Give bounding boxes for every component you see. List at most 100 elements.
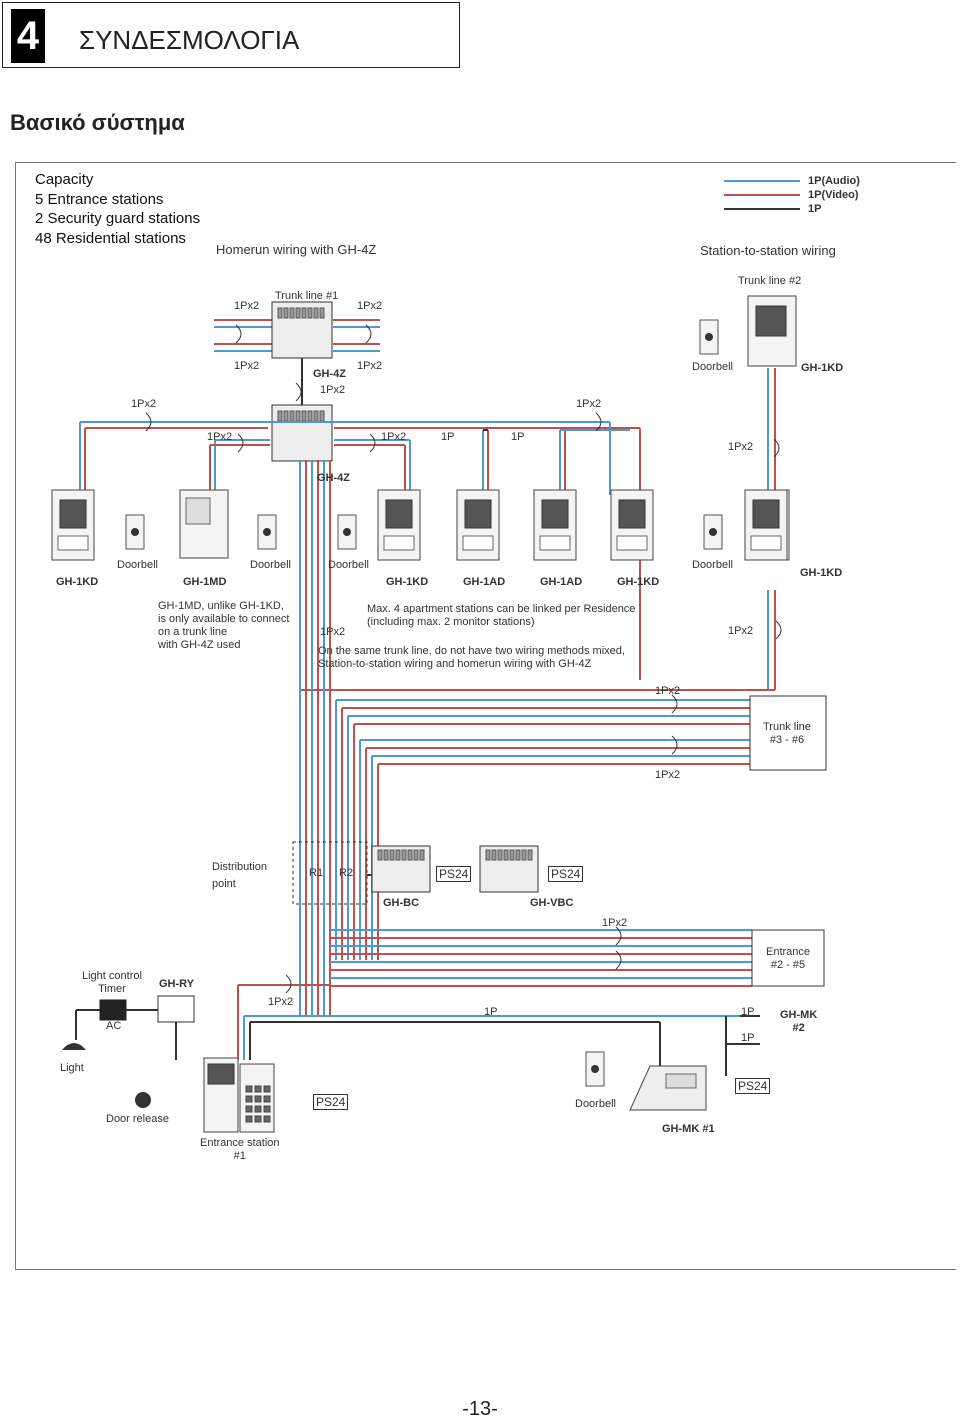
cable-label: 1Px2 <box>728 625 754 637</box>
note-max: Max. 4 apartment stations can be linked … <box>367 603 636 628</box>
door-release-icon <box>135 1092 151 1108</box>
keypad-button <box>254 1105 262 1113</box>
gh1kd-4-label: GH-1KD <box>800 567 843 579</box>
capacity-line: Capacity <box>35 171 94 188</box>
cable-label: 1P <box>511 431 525 443</box>
gh1ad-2-label: GH-1AD <box>540 576 583 588</box>
terminal <box>527 849 533 861</box>
doorbell-button <box>591 1065 599 1073</box>
doorbell-button <box>263 528 271 536</box>
gh1md-label: GH-1MD <box>183 576 227 588</box>
terminal <box>289 410 295 422</box>
doorbell-label: Doorbell <box>328 559 369 571</box>
cable-bundle-mark <box>595 412 602 432</box>
terminal <box>301 307 307 319</box>
cable-bundle-mark <box>775 620 782 640</box>
capacity-block: Capacity 5 Entrance stations 2 Security … <box>35 170 200 248</box>
cable-bundle-mark <box>235 324 242 344</box>
light-timer-label: Light control Timer <box>82 970 142 995</box>
cable-bundle-mark <box>773 438 780 458</box>
station-screen <box>618 499 646 529</box>
gh1kd-2-label: GH-1KD <box>386 576 429 588</box>
station-screen <box>385 499 413 529</box>
doorbell-label: Doorbell <box>117 559 158 571</box>
cable-bundle-mark <box>615 950 622 970</box>
keypad-button <box>263 1115 271 1123</box>
cable-bundle-mark <box>671 694 678 714</box>
terminal <box>289 307 295 319</box>
cable-label: 1P <box>441 431 455 443</box>
ps24-box: PS24 <box>313 1094 349 1110</box>
door-release-label: Door release <box>106 1113 169 1125</box>
cable-label: 1Px2 <box>357 360 383 372</box>
doorbell-top-label: Doorbell <box>692 361 733 373</box>
terminal <box>277 410 283 422</box>
gh4z-b-label: GH-4Z <box>317 472 350 484</box>
keypad-button <box>263 1105 271 1113</box>
gh1kd-1-label: GH-1KD <box>56 576 99 588</box>
terminal <box>503 849 509 861</box>
doorbell-button <box>131 528 139 536</box>
entrance1-label: Entrance station #1 <box>200 1137 280 1162</box>
note-mixed: On the same trunk line, do not have two … <box>318 645 625 670</box>
terminal <box>491 849 497 861</box>
station-buttons <box>539 535 571 551</box>
cable-bundle-mark <box>365 324 372 344</box>
section-title: ΣΥΝΔΕΣΜΟΛΟΓΙΑ <box>79 25 300 55</box>
terminal <box>313 307 319 319</box>
section-header: 4 ΣΥΝΔΕΣΜΟΛΟΓΙΑ <box>2 2 460 68</box>
terminal <box>407 849 413 861</box>
terminal <box>301 410 307 422</box>
ac-label: AC <box>106 1020 122 1032</box>
keypad-button <box>254 1085 262 1093</box>
light-control-timer <box>99 999 127 1021</box>
cable-bundle-mark <box>615 926 622 946</box>
legend-audio: 1P(Audio) <box>808 175 860 187</box>
r1-label: R1 <box>309 867 324 879</box>
doorbell-label: Doorbell <box>692 559 733 571</box>
station-screen <box>541 499 569 529</box>
station-screen <box>752 499 780 529</box>
station-screen <box>207 1063 235 1085</box>
cable-bundle-mark <box>295 382 302 402</box>
station-buttons <box>616 535 648 551</box>
terminal <box>295 410 301 422</box>
ghmk1-label: GH-MK #1 <box>662 1123 715 1135</box>
keypad-button <box>254 1095 262 1103</box>
terminal <box>277 307 283 319</box>
ghry-label: GH-RY <box>159 978 195 990</box>
terminal <box>521 849 527 861</box>
ps24-box: PS24 <box>436 866 472 882</box>
terminal <box>307 307 313 319</box>
terminal <box>319 307 325 319</box>
capacity-line: 48 Residential stations <box>35 229 186 247</box>
cable-label: 1P <box>741 1032 755 1044</box>
cable-bundle-mark <box>145 412 152 432</box>
ghbc-label: GH-BC <box>383 897 420 909</box>
keypad-button <box>254 1115 262 1123</box>
station-buttons <box>750 535 782 551</box>
terminal <box>401 849 407 861</box>
entrance25-label: Entrance #2 - #5 <box>766 946 811 971</box>
terminal <box>283 410 289 422</box>
cable-label: 1Px2 <box>131 398 157 410</box>
keypad-button <box>245 1085 253 1093</box>
ps24-box: PS24 <box>548 866 584 882</box>
gh4z-a-label: GH-4Z <box>313 368 346 380</box>
homerun-heading: Homerun wiring with GH-4Z <box>216 242 377 257</box>
section-number: 4 <box>11 9 45 63</box>
trunk1-label: Trunk line #1 <box>275 290 339 302</box>
page-number: -13- <box>462 1398 498 1420</box>
cable-label: 1Px2 <box>320 626 346 638</box>
cable-label: 1Px2 <box>320 384 346 396</box>
terminal <box>383 849 389 861</box>
terminal <box>509 849 515 861</box>
gh1kd-3-label: GH-1KD <box>617 576 660 588</box>
terminal <box>389 849 395 861</box>
keypad-button <box>263 1095 271 1103</box>
legend-1p: 1P <box>808 203 822 215</box>
cable-label: 1Px2 <box>357 300 383 312</box>
terminal <box>395 849 401 861</box>
cable-label: 1P <box>484 1006 498 1018</box>
capacity-line: 5 Entrance stations <box>35 190 164 208</box>
